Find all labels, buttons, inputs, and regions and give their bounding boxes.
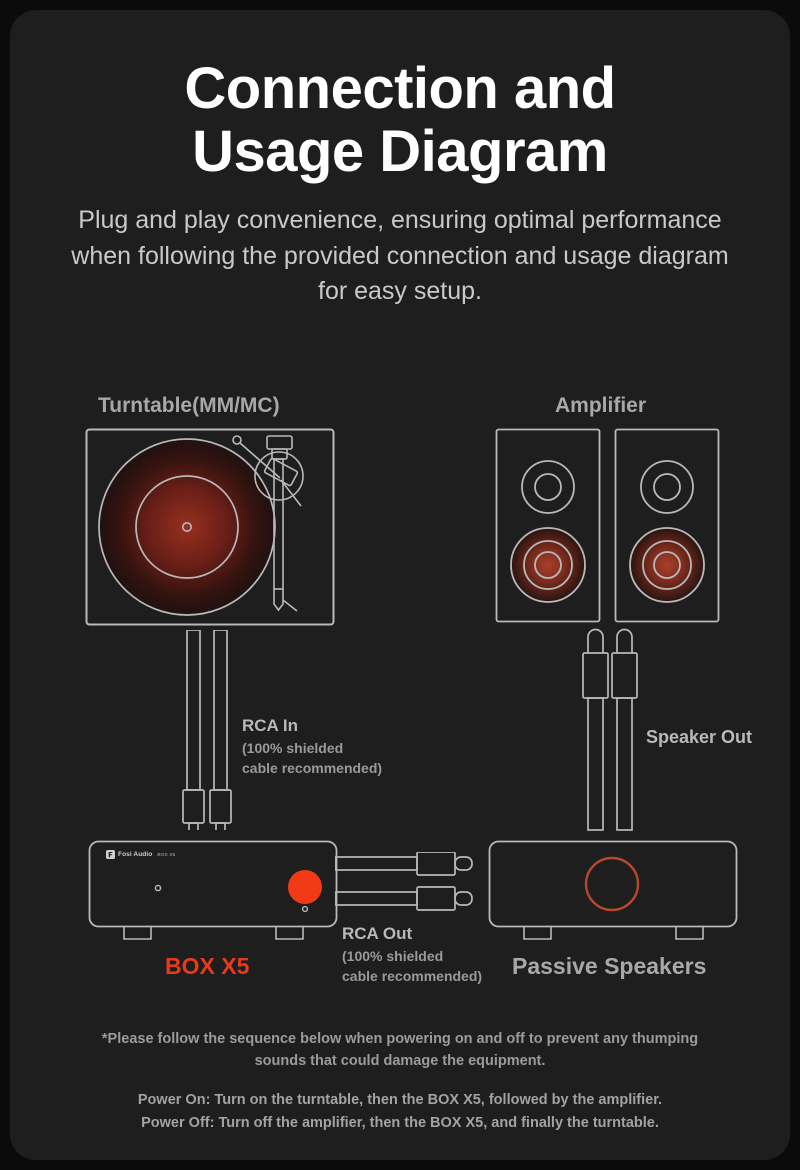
speaker-out-cable: [582, 628, 638, 831]
amplifier-label: Amplifier: [555, 394, 647, 417]
rca-out-sub-2: cable recommended): [342, 968, 483, 985]
rca-in-sub-1: (100% shielded: [242, 739, 344, 756]
footnotes: *Please follow the sequence below when p…: [10, 1028, 790, 1136]
page-title-line-2: Usage Diagram: [192, 118, 608, 184]
rca-in-label: RCA In (100% shielded cable recommended): [242, 715, 382, 779]
rca-out-cable: [335, 852, 473, 911]
amplifier-unit: [488, 840, 738, 940]
warning-line-2: any thumping sounds that could damage th…: [254, 1031, 699, 1070]
header: Connection and Usage Diagram Plug and pl…: [10, 10, 790, 310]
fosi-logo-icon: [106, 850, 115, 859]
warning-note: *Please follow the sequence below when p…: [10, 1028, 790, 1073]
power-sequence-note: Power On: Turn on the turntable, then th…: [10, 1089, 790, 1136]
box-x5-label: BOX X5: [165, 953, 250, 979]
diagram-card: Connection and Usage Diagram Plug and pl…: [10, 10, 790, 1160]
passive-speakers-label: Passive Speakers: [512, 953, 707, 979]
power-off-note: Power Off: Turn off the amplifier, then …: [141, 1115, 659, 1132]
brand-name: Fosi Audio: [118, 851, 153, 858]
rca-out-sub-1: (100% shielded: [342, 947, 444, 964]
speaker-pair-illustration: [495, 428, 720, 623]
speaker-out-label: Speaker Out: [646, 725, 752, 749]
power-on-note: Power On: Turn on the turntable, then th…: [137, 1091, 663, 1108]
turntable-illustration: [85, 428, 335, 626]
rca-in-cable: [182, 630, 232, 830]
speaker-out-title: Speaker Out: [646, 727, 753, 747]
page-title-line-1: Connection and: [184, 56, 616, 121]
rca-out-title: RCA Out: [342, 924, 413, 943]
turntable-label: Turntable(MM/MC): [98, 394, 280, 417]
box-x5-branding: Fosi Audio BOX X5: [106, 850, 175, 859]
brand-model: BOX X5: [157, 852, 176, 857]
rca-out-label: RCA Out (100% shielded cable recommended…: [342, 923, 482, 987]
warning-line-1: *Please follow the sequence below when p…: [101, 1031, 599, 1047]
rca-in-title: RCA In: [242, 716, 299, 735]
rca-in-sub-2: cable recommended): [242, 760, 383, 777]
box-x5-unit: [88, 840, 338, 940]
page-title: Connection and Usage Diagram: [10, 56, 790, 184]
page-subtitle: Plug and play convenience, ensuring opti…: [71, 206, 729, 306]
connection-diagram: Turntable(MM/MC) Amplifier: [10, 380, 790, 1020]
